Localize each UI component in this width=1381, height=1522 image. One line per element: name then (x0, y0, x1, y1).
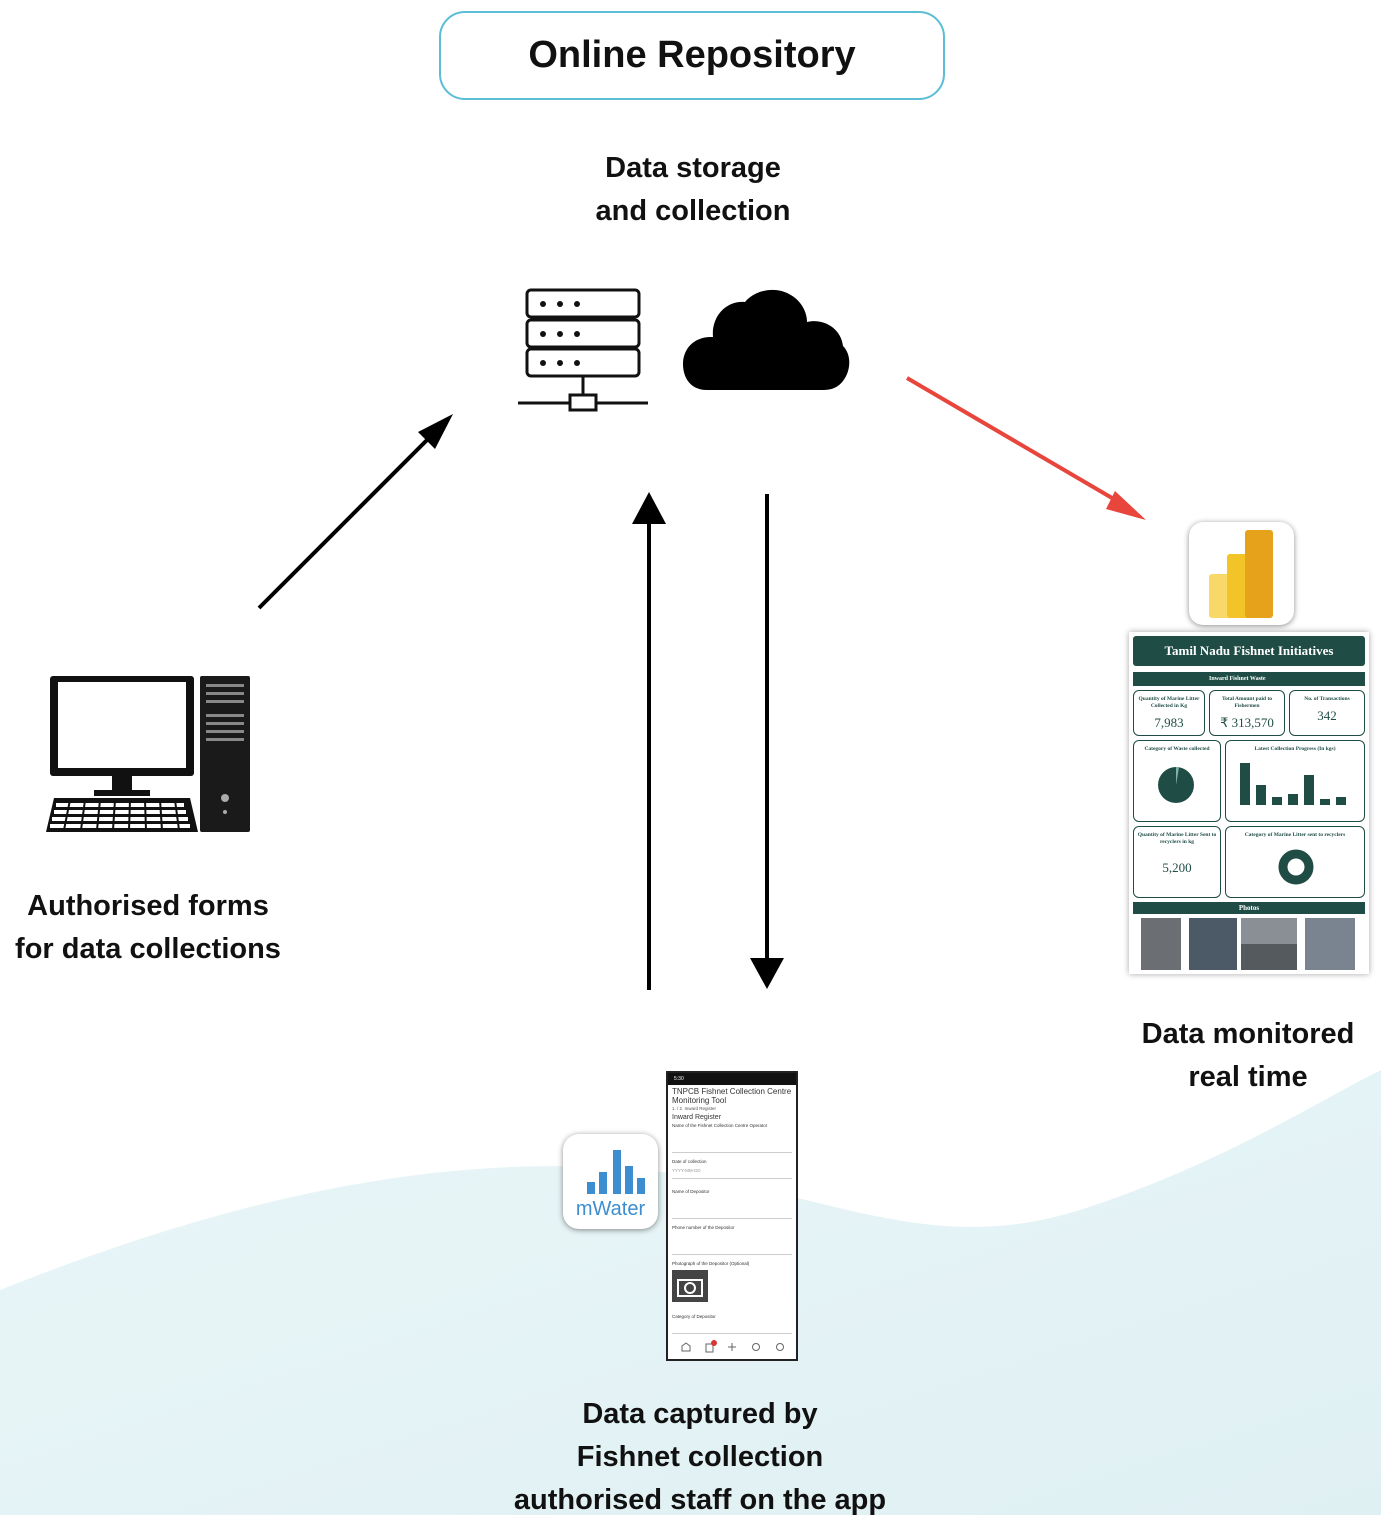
app-title: TNPCB Fishnet Collection Centre Monitori… (672, 1087, 792, 1105)
progress-bar-card: Latest Collection Progress (In kgs) (1225, 740, 1365, 822)
kpi-title: No. of Transactions (1304, 696, 1350, 702)
sent-card: Quantity of Marine Litter Sent to recycl… (1133, 826, 1221, 898)
forms-label: Authorised forms for data collections (0, 885, 296, 971)
captured-label-line3: authorised staff on the app (513, 1484, 887, 1516)
monitor-label-line2: real time (1188, 1061, 1308, 1093)
mobile-app-screenshot: 5:30 TNPCB Fishnet Collection Centre Mon… (666, 1071, 798, 1361)
app-breadcrumb: 1. / 2. Inward Register (672, 1106, 717, 1111)
arrow-storage-to-dashboard-head (1106, 491, 1146, 520)
kpi-card-amount: Total Amount paid to Fishermen ₹ 313,570 (1209, 690, 1285, 736)
arrow-storage-to-app-head (750, 958, 784, 989)
depositor-phone-input[interactable] (672, 1244, 792, 1255)
arrow-storage-to-dashboard (905, 376, 1126, 507)
progress-bar-chart (1240, 763, 1346, 805)
forms-label-line1: Authorised forms (27, 890, 269, 922)
captured-label-line1: Data captured by (582, 1398, 818, 1430)
storage-label-line2: and collection (595, 195, 791, 227)
mwater-logo: mWater (563, 1134, 658, 1229)
dashboard-screenshot: Tamil Nadu Fishnet Initiatives Inward Fi… (1129, 632, 1369, 974)
phone-status-bar: 5:30 (668, 1073, 796, 1085)
monitor-label-line1: Data monitored (1141, 1018, 1355, 1050)
kpi-title: Total Amount paid to Fishermen (1221, 696, 1273, 709)
app-section-title: Inward Register (672, 1114, 722, 1121)
monitor-label: Data monitored real time (1118, 1013, 1378, 1099)
captured-label-line2: Fishnet collection (576, 1441, 824, 1473)
photo-strip (1141, 918, 1355, 970)
field-label: Date of collection (672, 1159, 707, 1164)
home-icon[interactable] (681, 1342, 691, 1352)
category-select[interactable] (672, 1323, 792, 1334)
add-icon[interactable] (728, 1343, 736, 1351)
field-label: Name of Depositor (672, 1189, 710, 1194)
arrow-forms-to-storage (257, 434, 433, 610)
field-label: Photograph of the Depositor (Optional) (672, 1261, 750, 1266)
kpi-card-collected: Quantity of Marine Litter Collected in K… (1133, 690, 1205, 736)
category-pie-card: Category of Waste collected (1133, 740, 1221, 822)
progress-title: Latest Collection Progress (In kgs) (1254, 746, 1336, 752)
field-label: Name of the Fishnet Collection Centre Op… (672, 1123, 768, 1128)
online-repository-title: Online Repository (439, 11, 945, 100)
field-input[interactable] (672, 1142, 792, 1153)
camera-icon[interactable] (672, 1270, 712, 1304)
storage-label: Data storage and collection (543, 147, 843, 233)
powerbi-logo (1189, 522, 1294, 625)
location-icon[interactable] (752, 1343, 760, 1351)
mwater-bars-icon (587, 1150, 645, 1194)
notification-badge (711, 1340, 717, 1346)
sent-value: 5,200 (1162, 860, 1192, 875)
powerbi-bars-icon (1209, 530, 1273, 618)
arrow-app-to-storage-head (632, 492, 666, 524)
server-icon (518, 288, 648, 412)
list-icon[interactable] (705, 1343, 714, 1353)
depositor-name-input[interactable] (672, 1208, 792, 1219)
dashboard-title: Tamil Nadu Fishnet Initiatives (1133, 636, 1365, 666)
date-input[interactable]: YYYY-MM-DD (672, 1168, 792, 1179)
kpi-title: Quantity of Marine Litter Collected in K… (1138, 696, 1200, 709)
category-title: Category of Waste collected (1144, 746, 1210, 752)
kpi-value: 342 (1317, 708, 1337, 723)
kpi-value: 7,983 (1154, 715, 1184, 730)
category-pie-chart (1158, 766, 1194, 803)
field-label: Category of Depositor (672, 1314, 716, 1319)
mwater-logo-text: mWater (575, 1198, 646, 1220)
field-label: Phone number of the Depositor (672, 1225, 735, 1230)
bottom-nav (681, 1340, 784, 1353)
recycler-card: Category of Marine Litter sent to recycl… (1225, 826, 1365, 898)
storage-label-line1: Data storage (605, 152, 781, 184)
dashboard-subtitle: Inward Fishnet Waste (1133, 672, 1365, 686)
sent-title: Quantity of Marine Litter Sent to recycl… (1137, 832, 1217, 845)
forms-label-line2: for data collections (15, 933, 281, 965)
arrow-forms-to-storage-head (418, 414, 453, 449)
desktop-computer-icon (46, 676, 250, 832)
captured-label: Data captured by Fishnet collection auth… (480, 1393, 920, 1522)
recycler-donut-chart (1278, 849, 1314, 885)
kpi-value: ₹ 313,570 (1220, 715, 1274, 730)
recycler-title: Category of Marine Litter sent to recycl… (1244, 832, 1346, 838)
cloud-icon (683, 289, 850, 390)
photos-bar: Photos (1133, 902, 1365, 914)
settings-icon[interactable] (776, 1343, 784, 1351)
kpi-card-transactions: No. of Transactions 342 (1289, 690, 1365, 736)
